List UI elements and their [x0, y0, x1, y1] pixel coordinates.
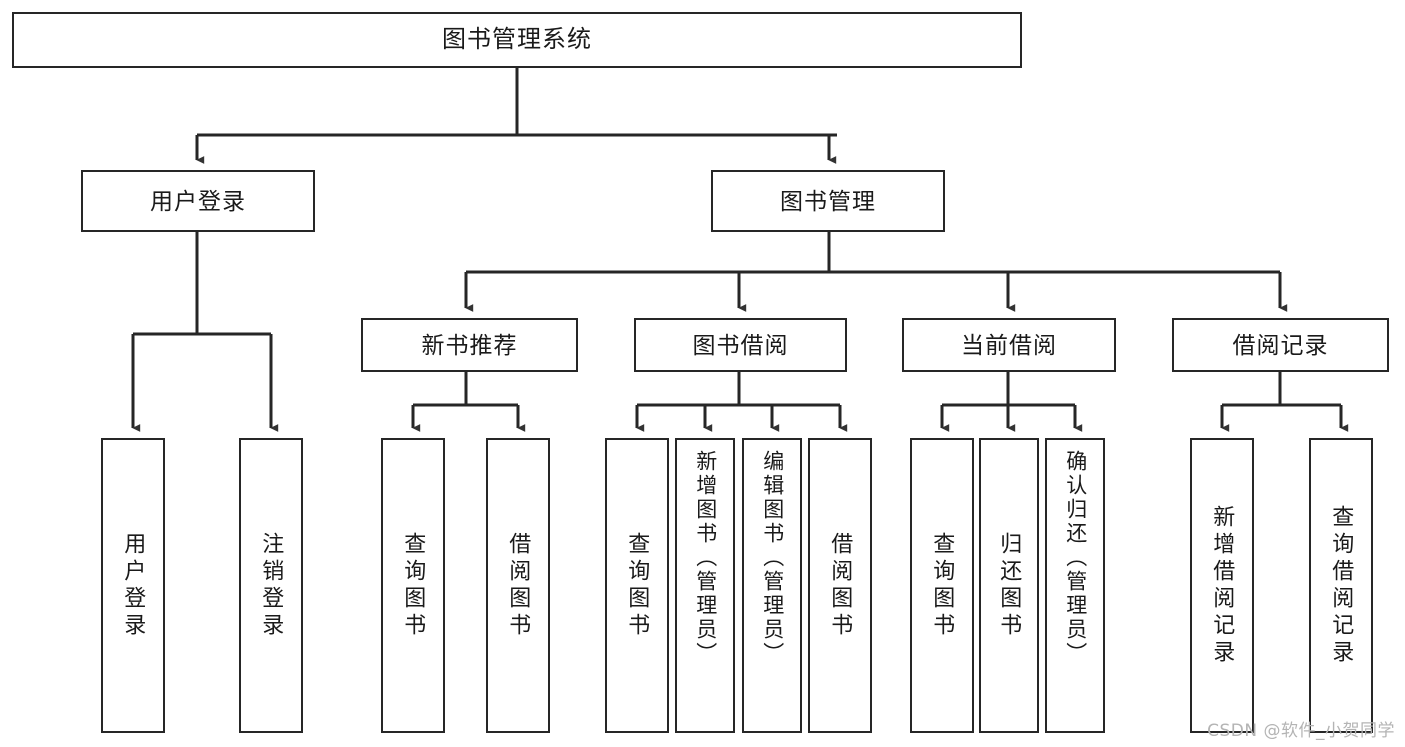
node-label: 新增借阅记录: [1210, 504, 1236, 667]
node-label: 借阅图书: [506, 531, 532, 640]
leaf-user-login[interactable]: 用户登录: [101, 438, 165, 733]
node-label: 借阅图书: [828, 531, 854, 640]
node-user-login[interactable]: 用户登录: [81, 170, 315, 232]
node-book-management[interactable]: 图书管理: [711, 170, 945, 232]
node-label: 新增图书（管理员）: [693, 450, 717, 666]
node-label: 确认归还（管理员）: [1063, 450, 1087, 666]
node-book-borrow[interactable]: 图书借阅: [634, 318, 847, 372]
leaf-borrow-books[interactable]: 借阅图书: [808, 438, 872, 733]
leaf-borrow-books-recommend[interactable]: 借阅图书: [486, 438, 550, 733]
node-label: 图书管理系统: [442, 26, 592, 54]
leaf-query-books-recommend[interactable]: 查询图书: [381, 438, 445, 733]
leaf-add-book-admin[interactable]: 新增图书（管理员）: [675, 438, 735, 733]
leaf-query-books-current[interactable]: 查询图书: [910, 438, 974, 733]
csdn-watermark: CSDN @软件_小贺同学: [1207, 721, 1395, 741]
node-label: 图书借阅: [692, 331, 789, 358]
leaf-confirm-return-admin[interactable]: 确认归还（管理员）: [1045, 438, 1105, 733]
node-label: 借阅记录: [1232, 331, 1329, 358]
node-borrow-record[interactable]: 借阅记录: [1172, 318, 1389, 372]
node-current-borrow[interactable]: 当前借阅: [902, 318, 1116, 372]
node-label: 归还图书: [997, 531, 1023, 640]
node-new-book-recommend[interactable]: 新书推荐: [361, 318, 578, 372]
node-label: 用户登录: [150, 187, 246, 214]
node-label: 新书推荐: [421, 331, 518, 358]
node-label: 编辑图书（管理员）: [760, 450, 784, 666]
leaf-query-books-borrow[interactable]: 查询图书: [605, 438, 669, 733]
node-label: 图书管理: [780, 187, 876, 214]
node-label: 查询图书: [625, 531, 651, 640]
leaf-edit-book-admin[interactable]: 编辑图书（管理员）: [742, 438, 802, 733]
node-label: 当前借阅: [961, 331, 1057, 358]
node-label: 查询图书: [401, 531, 427, 640]
leaf-query-borrow-record[interactable]: 查询借阅记录: [1309, 438, 1373, 733]
node-label: 查询借阅记录: [1329, 504, 1355, 667]
node-label: 用户登录: [121, 531, 147, 640]
leaf-return-books[interactable]: 归还图书: [979, 438, 1039, 733]
node-root-system[interactable]: 图书管理系统: [12, 12, 1022, 68]
node-label: 注销登录: [259, 531, 285, 640]
leaf-logout[interactable]: 注销登录: [239, 438, 303, 733]
node-label: 查询图书: [930, 531, 956, 640]
leaf-add-borrow-record[interactable]: 新增借阅记录: [1190, 438, 1254, 733]
